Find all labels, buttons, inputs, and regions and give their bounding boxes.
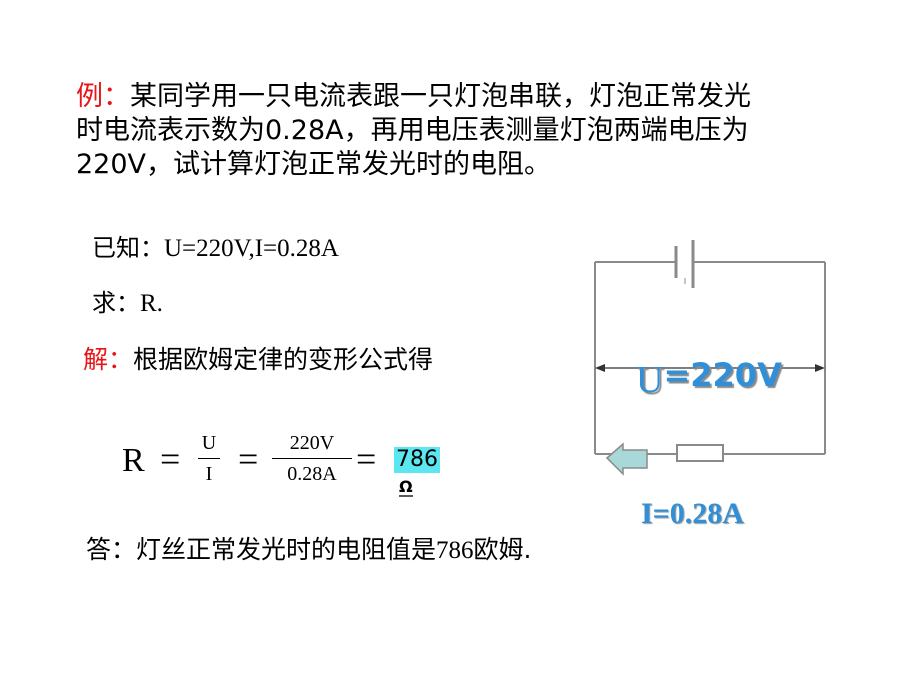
- problem-line-2: 时电流表示数为0.28A，再用电压表测量灯泡两端电压为: [76, 115, 749, 146]
- formula-result-highlight: 786Ω: [394, 447, 440, 497]
- fraction-bar: [198, 458, 220, 459]
- voltage-value: =220V: [663, 356, 782, 394]
- known-label: 已知：: [92, 234, 164, 262]
- known-value: U=220V,I=0.28A: [164, 235, 339, 262]
- answer-prefix: 答：灯丝正常发光时的电阻值是: [86, 535, 437, 564]
- formula-equals-3: =: [356, 439, 377, 479]
- solution-text: 根据欧姆定律的变形公式得: [133, 345, 434, 374]
- answer-value: 786: [436, 537, 474, 564]
- current-label: I=0.28A: [641, 497, 744, 530]
- formula-equals-2: =: [238, 439, 259, 479]
- problem-line-1: 某同学用一只电流表跟一只灯泡串联，灯泡正常发光: [130, 81, 751, 112]
- result-unit: Ω: [399, 477, 413, 497]
- fraction-denominator-current: 0.28A: [287, 463, 337, 485]
- answer-suffix: 欧姆.: [473, 535, 532, 564]
- resistor-icon: [676, 444, 724, 462]
- fraction-denominator-i: I: [205, 463, 213, 485]
- solution-label: 解：: [83, 345, 134, 374]
- answer-section: 答：灯丝正常发光时的电阻值是786欧姆.: [86, 530, 531, 566]
- fraction-numerator-voltage: 220V: [289, 432, 335, 454]
- ask-label: 求：: [92, 289, 140, 317]
- voltage-span-arrow: [595, 364, 825, 372]
- result-value: 786: [396, 447, 438, 472]
- voltage-symbol: U: [636, 359, 664, 401]
- formula-fraction-numeric: 220V 0.28A: [272, 432, 352, 486]
- problem-statement: 例：某同学用一只电流表跟一只灯泡串联，灯泡正常发光 时电流表示数为0.28A，再…: [76, 80, 846, 182]
- formula-lhs: R: [122, 442, 145, 479]
- fraction-bar: [272, 458, 352, 459]
- voltage-label: U=220V: [636, 356, 782, 402]
- formula-fraction-symbolic: U I: [198, 432, 220, 486]
- solution-section: 解：根据欧姆定律的变形公式得: [83, 340, 433, 376]
- fraction-numerator-u: U: [201, 432, 217, 454]
- known-section: 已知：U=220V,I=0.28A: [92, 228, 339, 263]
- problem-line-3: 220V，试计算灯泡正常发光时的电阻。: [76, 149, 552, 180]
- ask-value: R.: [140, 290, 163, 317]
- circuit-diagram: [594, 240, 826, 476]
- current-direction-arrow-icon: [605, 442, 648, 476]
- ask-section: 求：R.: [92, 283, 163, 318]
- formula-equals-1: =: [160, 439, 181, 479]
- example-label: 例：: [76, 81, 130, 112]
- battery-icon: [674, 240, 695, 288]
